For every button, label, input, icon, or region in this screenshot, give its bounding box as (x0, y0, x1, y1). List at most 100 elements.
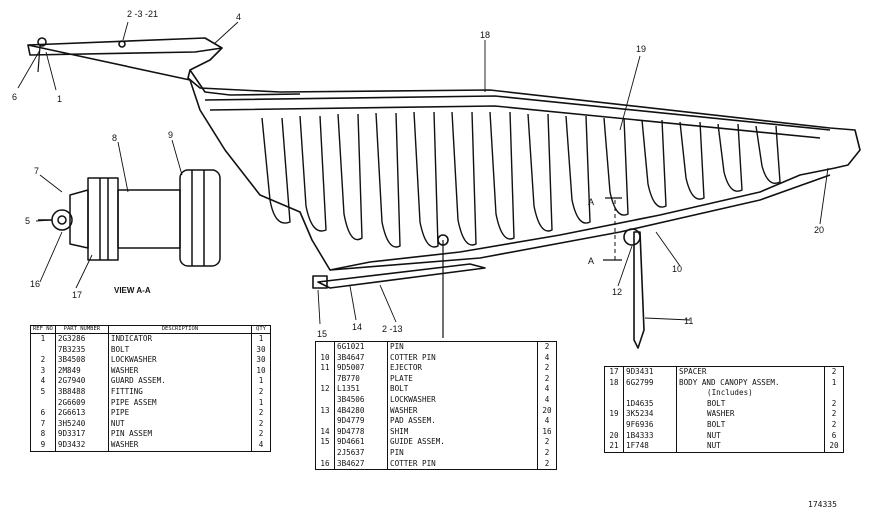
part-number-cell: 3K5234 (623, 409, 677, 420)
view-a-a-label: VIEW A-A (114, 286, 151, 295)
part-number-cell: 2G6609 (55, 397, 109, 409)
callout-20: 20 (814, 225, 824, 235)
part-number-cell: L1351 (334, 384, 388, 395)
ref-cell: 15 (315, 437, 335, 448)
ref-cell: 10 (315, 352, 335, 364)
drawing-number: 174335 (808, 500, 837, 509)
description-cell: WASHER (387, 405, 538, 417)
ref-cell: 5 (30, 386, 56, 398)
part-number-cell: 9D4661 (334, 437, 388, 448)
ref-cell (315, 373, 335, 385)
ref-cell: 7 (30, 418, 56, 430)
ref-cell: 21 (604, 441, 624, 453)
qty-cell: 1 (258, 397, 264, 407)
description-cell: PIPE (108, 408, 253, 419)
qty-cell: 1 (258, 334, 264, 343)
qty-cell: 2 (258, 418, 264, 428)
ref-cell (30, 344, 56, 356)
part-number-cell: 1B4333 (623, 430, 677, 442)
ref-cell (30, 397, 56, 409)
qty-cell: 4 (544, 394, 550, 404)
description-cell: GUIDE ASSEM. (387, 437, 538, 448)
table-row: (Includes) (604, 388, 844, 399)
qty-cell: 4 (544, 416, 550, 426)
description-cell: SPACER (676, 366, 825, 378)
ref-cell: 4 (30, 376, 56, 387)
qty-cell: 2 (544, 458, 550, 468)
part-number-cell: 9F6936 (623, 419, 677, 431)
qty-cell: 2 (831, 398, 837, 408)
qty-cell: 2 (544, 363, 550, 373)
qty-cell: 2 (544, 373, 550, 383)
ref-cell: 11 (315, 363, 335, 374)
callout-13: 2 -13 (382, 324, 403, 334)
qty-cell (825, 388, 844, 399)
qty-cell: 16 (542, 426, 552, 436)
qty-cell: 6 (831, 430, 837, 440)
callout-5: 5 (25, 216, 30, 226)
section-marker-a-top: A (588, 197, 594, 207)
part-number-cell: 2M849 (55, 365, 109, 377)
header-part-number: PART NUMBER (54, 325, 109, 334)
part-number-cell: 3B8488 (55, 386, 109, 398)
part-number-cell: 2G7940 (55, 376, 109, 387)
qty-cell: 2 (544, 342, 550, 351)
callout-19: 19 (636, 44, 646, 54)
callout-9: 9 (168, 130, 173, 140)
part-number-cell: 6G2799 (623, 377, 677, 389)
section-marker-a-bottom: A (588, 256, 594, 266)
ref-cell (315, 447, 335, 459)
qty-cell: 2 (544, 437, 550, 447)
part-number-cell: 7B770 (334, 373, 388, 385)
canopy-ribs (261, 111, 781, 248)
description-cell: BOLT (676, 419, 825, 431)
part-number-cell: 7B3235 (55, 344, 109, 356)
ref-cell: 3 (30, 365, 56, 377)
description-cell: GUARD ASSEM. (108, 376, 253, 387)
ref-cell: 2 (30, 355, 56, 366)
canopy-guard (27, 37, 861, 271)
description-cell: BOLT (676, 398, 825, 410)
description-cell: SHIM (387, 426, 538, 438)
header-qty: QTY (251, 325, 271, 334)
view-a-a-assembly (38, 169, 221, 267)
callout-11: 11 (684, 316, 693, 326)
callout-1: 1 (57, 94, 62, 104)
qty-cell: 2 (831, 419, 837, 429)
callout-15: 15 (317, 329, 327, 339)
description-cell: PIPE ASSEM (108, 397, 253, 409)
ref-cell: 12 (315, 384, 335, 395)
ref-cell (604, 388, 624, 399)
ref-cell: 14 (315, 426, 335, 438)
part-number-cell: 1D4635 (623, 398, 677, 410)
qty-cell: 10 (256, 365, 266, 375)
part-number-cell (623, 388, 677, 399)
description-cell: WASHER (108, 365, 253, 377)
callout-18: 18 (480, 30, 490, 40)
part-number-cell: 6G1021 (334, 341, 388, 353)
part-number-cell: 3B4627 (334, 458, 388, 470)
description-cell: PIN (387, 447, 538, 459)
ref-cell: 20 (604, 430, 624, 442)
guide-assembly (312, 275, 328, 289)
qty-cell: 2 (831, 367, 837, 376)
qty-cell: 2 (258, 386, 264, 396)
description-cell: NUT (676, 430, 825, 442)
callout-8: 8 (112, 133, 117, 143)
ref-cell: 19 (604, 409, 624, 420)
